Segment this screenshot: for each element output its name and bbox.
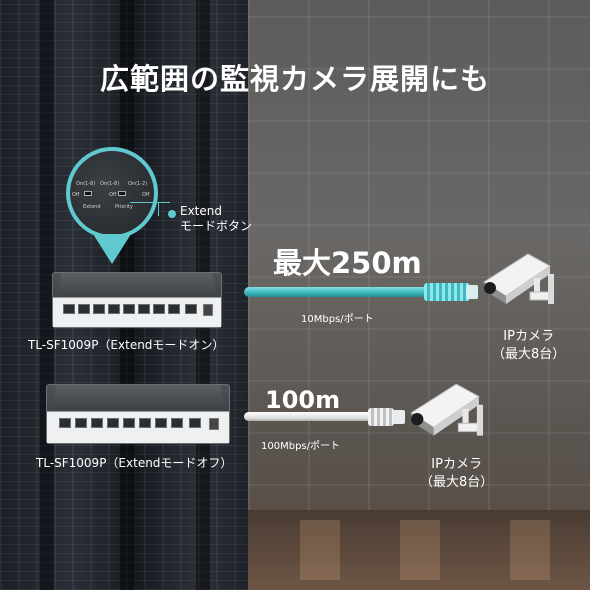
ethernet-cable-icon xyxy=(466,285,478,299)
network-switch-icon xyxy=(46,384,230,444)
dip-label: On(1-8) xyxy=(76,181,96,187)
distance-extend-off: 100m xyxy=(265,386,341,414)
extend-mode-callout: Extend モードボタン xyxy=(180,204,252,234)
floor-area xyxy=(248,510,590,590)
speed-extend-on: 10Mbps/ポート xyxy=(301,314,374,325)
dip-label: On(1-2) xyxy=(128,181,148,187)
dip-label: Priority xyxy=(115,204,133,210)
dip-label: Off xyxy=(72,192,80,198)
ethernet-cable-icon xyxy=(424,283,470,301)
callout-line xyxy=(130,202,170,203)
callout-line2: モードボタン xyxy=(180,219,253,233)
callout-dot-icon xyxy=(168,210,176,218)
distance-extend-on: 最大250m xyxy=(273,246,422,280)
dip-label: On(1-8) xyxy=(100,181,120,187)
magnifier-pointer xyxy=(93,234,131,264)
callout-line xyxy=(158,202,159,216)
camera-label-extend-off: IPカメラ （最大8台） xyxy=(420,457,494,490)
dip-switch-icon xyxy=(84,191,92,196)
extend-switch-magnifier: On(1-8) On(1-8) On(1-2) Off Extend Off P… xyxy=(66,147,158,239)
dip-label: Extend xyxy=(83,204,101,210)
camera-label-extend-on: IPカメラ （最大8台） xyxy=(492,329,566,362)
ip-camera-icon xyxy=(410,383,484,436)
ethernet-cable-icon xyxy=(368,408,394,426)
switch-label-extend-off: TL-SF1009P（Extendモードオフ） xyxy=(36,456,233,470)
ip-camera-icon xyxy=(483,253,554,304)
network-switch-icon xyxy=(52,272,222,328)
ethernet-cable-icon xyxy=(244,412,374,421)
dip-switch-icon xyxy=(118,191,126,196)
storefront-light xyxy=(510,520,550,580)
headline: 広範囲の監視カメラ展開にも xyxy=(99,62,490,96)
callout-line1: Extend xyxy=(180,204,222,218)
dip-label: Off xyxy=(109,192,117,198)
dip-label: Off xyxy=(142,192,150,198)
storefront-light xyxy=(300,520,340,580)
speed-extend-off: 100Mbps/ポート xyxy=(261,441,340,452)
ethernet-cable-icon xyxy=(393,410,405,424)
switch-label-extend-on: TL-SF1009P（Extendモードオン） xyxy=(28,338,225,352)
ethernet-cable-icon xyxy=(244,287,430,297)
storefront-light xyxy=(400,520,440,580)
